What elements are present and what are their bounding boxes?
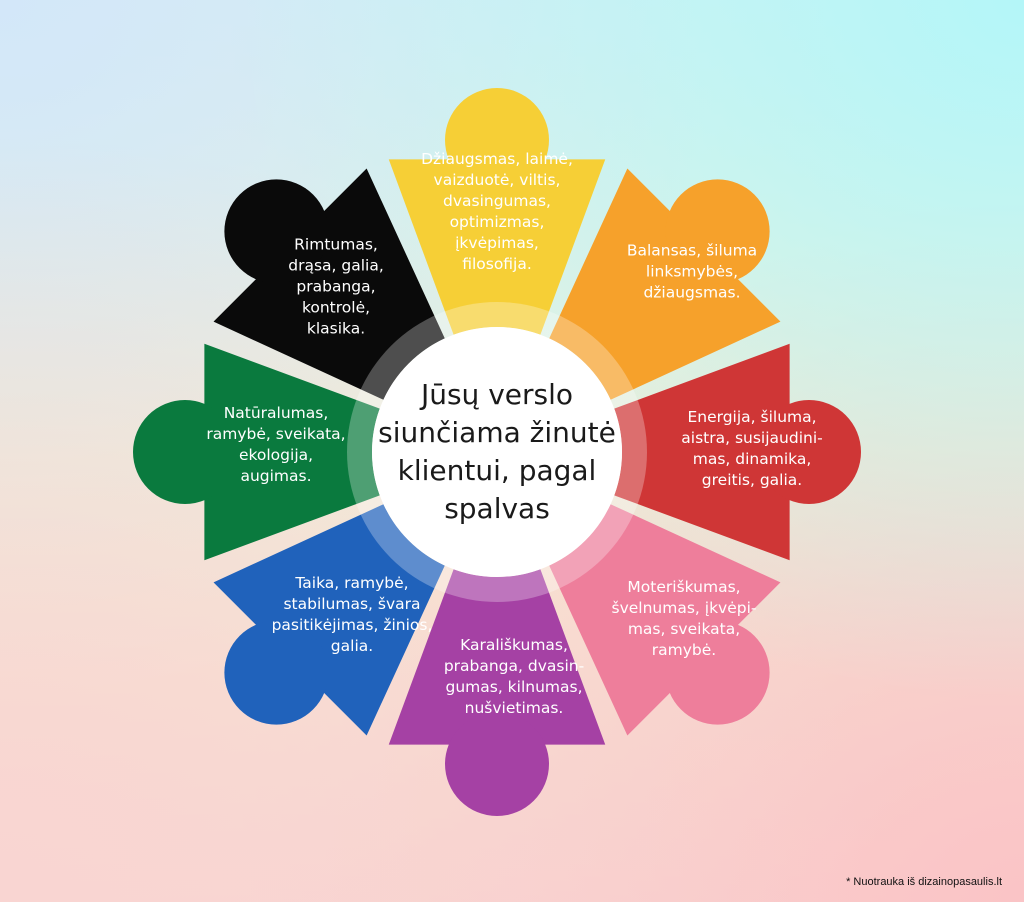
segment-red-lobe: [757, 400, 861, 504]
center-title-line: siunčiama žinutė: [378, 416, 616, 449]
segment-purple-text: Karališkumas, prabanga, dvasin-gumas, kil…: [424, 635, 604, 719]
photo-credit: * Nuotrauka iš dizainopasaulis.lt: [846, 876, 1002, 888]
segment-text-line: Energija, šiluma,: [687, 408, 817, 426]
segment-text-line: linksmybės,: [645, 262, 739, 281]
segment-purple-lobe: [445, 712, 549, 816]
segment-text-line: įkvėpimas,: [455, 234, 539, 252]
segment-text-line: Moteriškumas,: [627, 578, 741, 596]
segment-text-line: aistra, susijaudini-: [681, 429, 823, 447]
center-title-line: spalvas: [444, 492, 550, 525]
segment-text-line: kontrolė,: [301, 298, 371, 317]
segment-yellow-text: Džiaugsmas, laimė, vaizduotė, viltis, dvas…: [407, 149, 587, 275]
segment-text-line: klasika.: [306, 319, 366, 338]
segment-red-text: Energija, šiluma, aistra, susijaudini-mas…: [662, 407, 842, 491]
segment-text-line: Džiaugsmas, laimė,: [421, 150, 573, 168]
segment-orange-lobe: [665, 179, 770, 284]
segment-text-line: Natūralumas,: [223, 404, 329, 422]
segment-text-line: augimas.: [240, 467, 312, 485]
segment-green: [204, 343, 380, 561]
segment-purple: [388, 569, 606, 745]
center-title-line: Jūsų verslo: [420, 378, 574, 411]
segment-text-line: greitis, galia.: [701, 471, 803, 489]
segment-black: [213, 168, 445, 400]
segments-layer: [133, 88, 861, 816]
segment-orange-text: Balansas, šiluma linksmybės, džiaugsmas.: [602, 241, 782, 304]
segment-black-text: Rimtumas, drąsa, galia, prabanga, kontrolė,…: [246, 235, 426, 340]
segment-pink-lobe: [665, 620, 770, 725]
segment-text-line: nušvietimas.: [464, 699, 564, 717]
segment-text-line: Balansas, šiluma: [626, 241, 758, 260]
segment-text-line: džiaugsmas.: [643, 283, 741, 302]
segment-text-line: drąsa, galia,: [288, 256, 384, 275]
segment-black-lobe: [224, 179, 329, 284]
segment-text-line: Rimtumas,: [294, 235, 378, 254]
center-title-line: klientui, pagal: [397, 454, 597, 487]
segment-text-line: prabanga,: [296, 277, 376, 296]
segment-text-line: filosofija.: [462, 255, 532, 273]
segment-text-line: vaizduotė, viltis,: [433, 171, 561, 189]
segment-text-line: Taika, ramybė,: [295, 574, 409, 592]
segment-orange: [549, 168, 781, 400]
segment-blue-lobe: [224, 620, 329, 725]
segment-green-lobe: [133, 400, 237, 504]
segment-blue: [213, 504, 445, 736]
segment-text-line: švelnumas, įkvėpi-: [611, 599, 757, 617]
segment-blue-text: Taika, ramybė, stabilumas, švara pasitikėj…: [262, 573, 442, 657]
segment-text-line: stabilumas, švara: [283, 595, 421, 613]
segment-text-line: pasitikėjimas, žinios,: [271, 616, 433, 634]
segment-text-line: prabanga, dvasin-: [443, 657, 585, 675]
segment-text-line: galia.: [330, 637, 374, 655]
segment-yellow: [388, 159, 606, 335]
segment-pink: [549, 504, 781, 736]
segment-red: [614, 343, 790, 561]
segment-yellow-lobe: [445, 88, 549, 192]
segment-text-line: gumas, kilnumas,: [445, 678, 583, 696]
segment-text-line: Karališkumas,: [460, 636, 568, 654]
center-circle: [372, 327, 622, 577]
segment-text-line: mas, dinamika,: [692, 450, 812, 468]
segment-text-line: mas, sveikata,: [627, 620, 741, 638]
segment-green-text: Natūralumas, ramybė, sveikata, ekologija, a…: [186, 403, 366, 487]
segment-text-line: dvasingumas,: [443, 192, 551, 210]
segment-text-line: ekologija,: [238, 446, 314, 464]
segment-text-line: ramybė, sveikata,: [206, 425, 346, 443]
segment-pink-text: Moteriškumas, švelnumas, įkvėpi-mas, svei…: [594, 577, 774, 661]
segment-text-line: ramybė.: [651, 641, 717, 659]
center-title: Jūsų verslo siunčiama žinutė klientui, p…: [377, 376, 617, 528]
segment-text-line: optimizmas,: [449, 213, 545, 231]
